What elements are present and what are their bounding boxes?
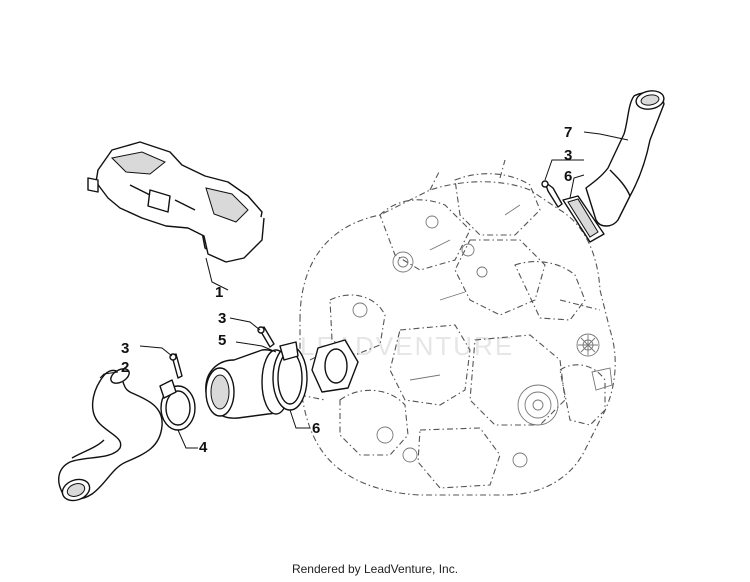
part-2-intake-hose [58,368,163,502]
part-3-screw-middle [257,326,275,348]
callout-3-middle: 3 [218,310,226,327]
part-4-hose-clamp [159,379,196,431]
part-3-screw-upper [541,180,563,208]
callout-3-upper: 3 [564,147,572,164]
throttle-adapter [311,339,359,393]
callout-4: 4 [199,439,208,456]
callout-1: 1 [215,284,223,301]
callout-3-lower: 3 [121,340,129,357]
callout-6-upper: 6 [564,168,572,185]
part-3-screw-lower [169,353,183,379]
callout-7: 7 [564,124,572,141]
footer-credit: Rendered by LeadVenture, Inc. [291,562,459,576]
callout-5: 5 [218,332,226,349]
callout-6-lower: 6 [312,420,320,437]
part-1-duct-cover [87,141,265,263]
part-7-outlet-duct [585,90,665,227]
engine-phantom [299,159,616,496]
part-6-clamp-upper [562,195,605,243]
part-5-coupler-boot [205,349,291,419]
callout-2: 2 [121,359,129,376]
leader-lines [99,131,629,449]
